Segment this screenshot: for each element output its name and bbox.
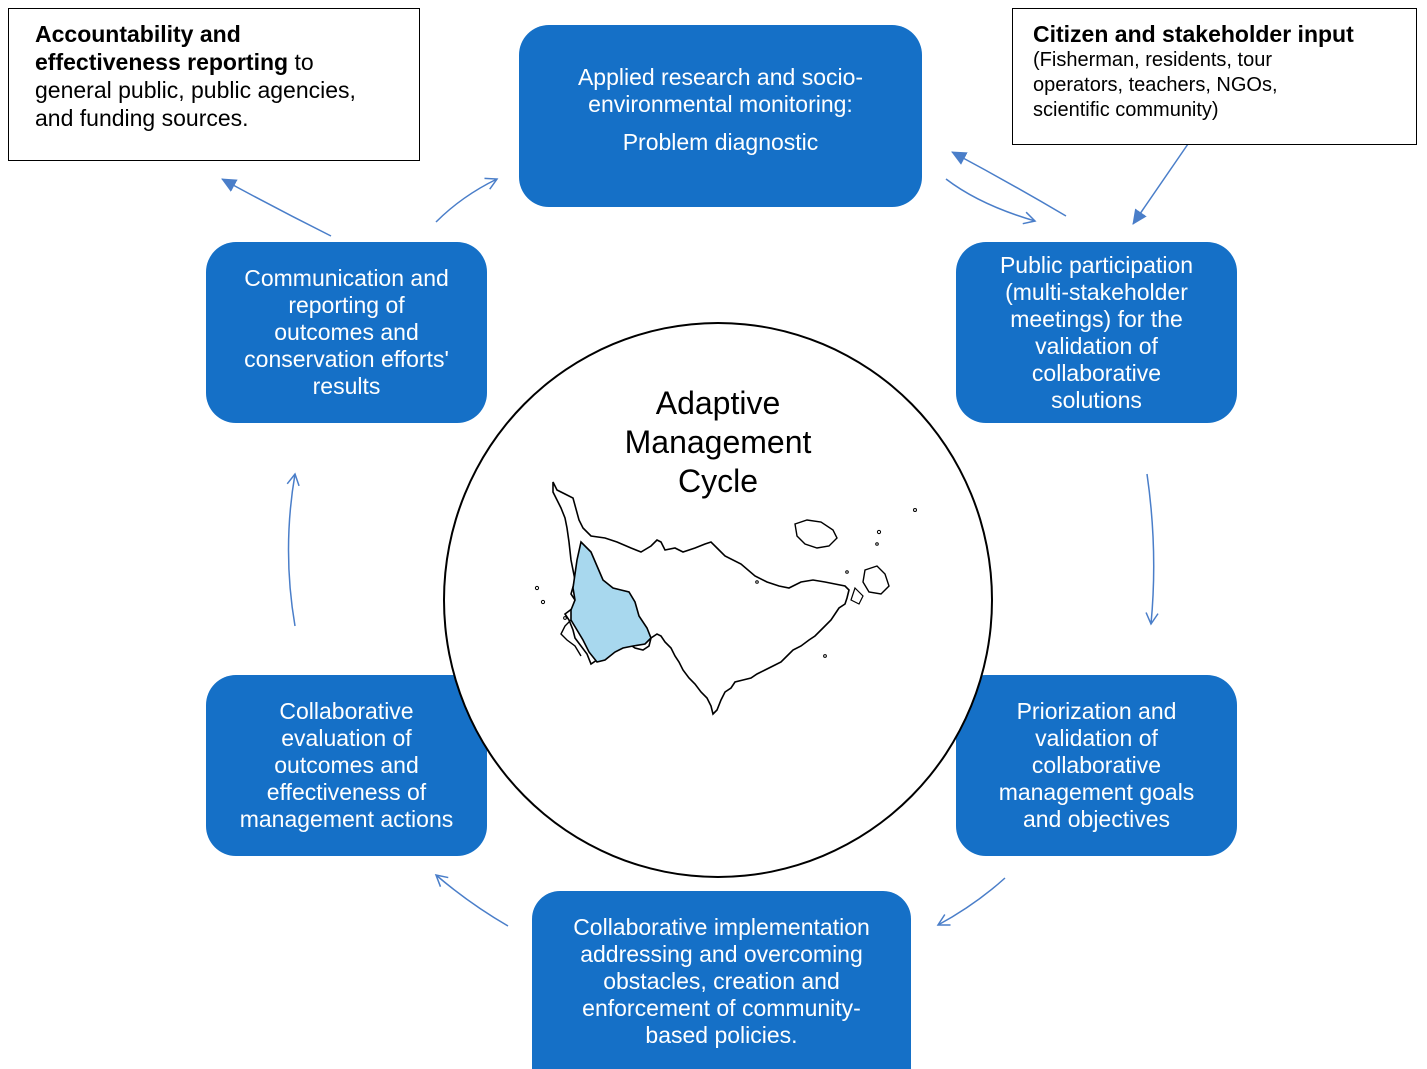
priorization-line-4: management goals bbox=[998, 779, 1195, 805]
center-title-line-1: Adaptive bbox=[655, 385, 781, 421]
priorization-line-2: validation of bbox=[1035, 725, 1158, 751]
citizen-input-note: Citizen and stakeholder input (Fisherman… bbox=[1012, 8, 1417, 145]
accountability-note: Accountability and effectiveness reporti… bbox=[8, 8, 420, 161]
arrow-evaluation-to-communication bbox=[286, 472, 300, 627]
citizen-bold: Citizen and stakeholder input bbox=[1033, 21, 1354, 47]
priorization-line-1: Priorization and bbox=[1016, 698, 1177, 724]
center-title: Adaptive Management Cycle bbox=[565, 384, 871, 501]
accountability-line-4: and funding sources. bbox=[35, 105, 249, 131]
communication-line-2: reporting of bbox=[288, 292, 405, 318]
map-highlight-region bbox=[570, 540, 652, 663]
box-communication: Communication and reporting of outcomes … bbox=[206, 242, 487, 423]
research-line-2: environmental monitoring: bbox=[588, 91, 853, 117]
evaluation-line-1: Collaborative bbox=[279, 698, 414, 724]
arrow-communication-to-accountability bbox=[221, 178, 332, 237]
communication-line-3: outcomes and bbox=[274, 319, 419, 345]
participation-line-4: validation of bbox=[1035, 332, 1158, 359]
implementation-line-2: addressing and overcoming bbox=[580, 940, 863, 967]
citizen-line-4: scientific community) bbox=[1033, 99, 1219, 121]
arrow-participation-to-priorization bbox=[1145, 473, 1159, 626]
map-island-2 bbox=[862, 565, 890, 595]
communication-line-1: Communication and bbox=[244, 265, 449, 291]
map-mainland-outline bbox=[552, 481, 850, 716]
box-applied-research: Applied research and socio- environmenta… bbox=[519, 25, 922, 207]
arrow-research-to-participation bbox=[945, 178, 1037, 225]
communication-line-4: conservation efforts' bbox=[244, 346, 449, 372]
arrow-communication-to-research bbox=[435, 177, 499, 223]
arrow-priorization-to-implementation bbox=[936, 877, 1006, 926]
accountability-line-3: general public, public agencies, bbox=[35, 77, 356, 103]
participation-line-3: meetings) for the bbox=[1010, 305, 1183, 332]
participation-line-2: (multi-stakeholder bbox=[1005, 278, 1188, 305]
center-title-line-2: Management bbox=[624, 424, 812, 460]
map-island-1 bbox=[794, 519, 838, 549]
implementation-line-3: obstacles, creation and bbox=[603, 967, 840, 994]
evaluation-line-2: evaluation of bbox=[281, 725, 412, 751]
evaluation-line-5: management actions bbox=[239, 806, 454, 832]
center-circle bbox=[443, 322, 993, 878]
evaluation-line-4: effectiveness of bbox=[266, 779, 427, 805]
research-line-3: Problem diagnostic bbox=[622, 129, 819, 155]
participation-line-1: Public participation bbox=[999, 251, 1194, 278]
citizen-line-3: operators, teachers, NGOs, bbox=[1033, 74, 1278, 96]
map-inner-coast bbox=[560, 619, 582, 657]
accountability-rest-1: to bbox=[288, 49, 314, 75]
center-title-line-3: Cycle bbox=[677, 463, 758, 499]
citizen-line-2: (Fisherman, residents, tour bbox=[1033, 49, 1272, 71]
arrow-participation-to-research bbox=[951, 151, 1067, 217]
box-implementation: Collaborative implementation addressing … bbox=[532, 891, 911, 1069]
implementation-line-5: based policies. bbox=[645, 1021, 798, 1048]
box-priorization: Priorization and validation of collabora… bbox=[956, 675, 1237, 856]
research-line-1: Applied research and socio- bbox=[577, 64, 864, 90]
arrow-citizen-to-participation bbox=[1132, 143, 1189, 225]
evaluation-line-3: outcomes and bbox=[274, 752, 419, 778]
accountability-bold-1: Accountability and bbox=[35, 21, 241, 47]
map-island-3 bbox=[850, 586, 864, 605]
box-evaluation: Collaborative evaluation of outcomes and… bbox=[206, 675, 487, 856]
implementation-line-4: enforcement of community- bbox=[582, 994, 861, 1021]
coastline-map-image bbox=[534, 481, 917, 716]
participation-line-5: collaborative bbox=[1031, 359, 1162, 386]
communication-line-5: results bbox=[312, 373, 381, 399]
participation-line-6: solutions bbox=[1051, 386, 1142, 413]
arrow-implementation-to-evaluation bbox=[434, 873, 509, 927]
box-public-participation: Public participation (multi-stakeholder … bbox=[956, 242, 1237, 423]
accountability-bold-2: effectiveness reporting bbox=[35, 49, 289, 75]
priorization-line-3: collaborative bbox=[1031, 752, 1162, 778]
priorization-line-5: and objectives bbox=[1022, 806, 1171, 832]
implementation-line-1: Collaborative implementation bbox=[573, 913, 870, 940]
